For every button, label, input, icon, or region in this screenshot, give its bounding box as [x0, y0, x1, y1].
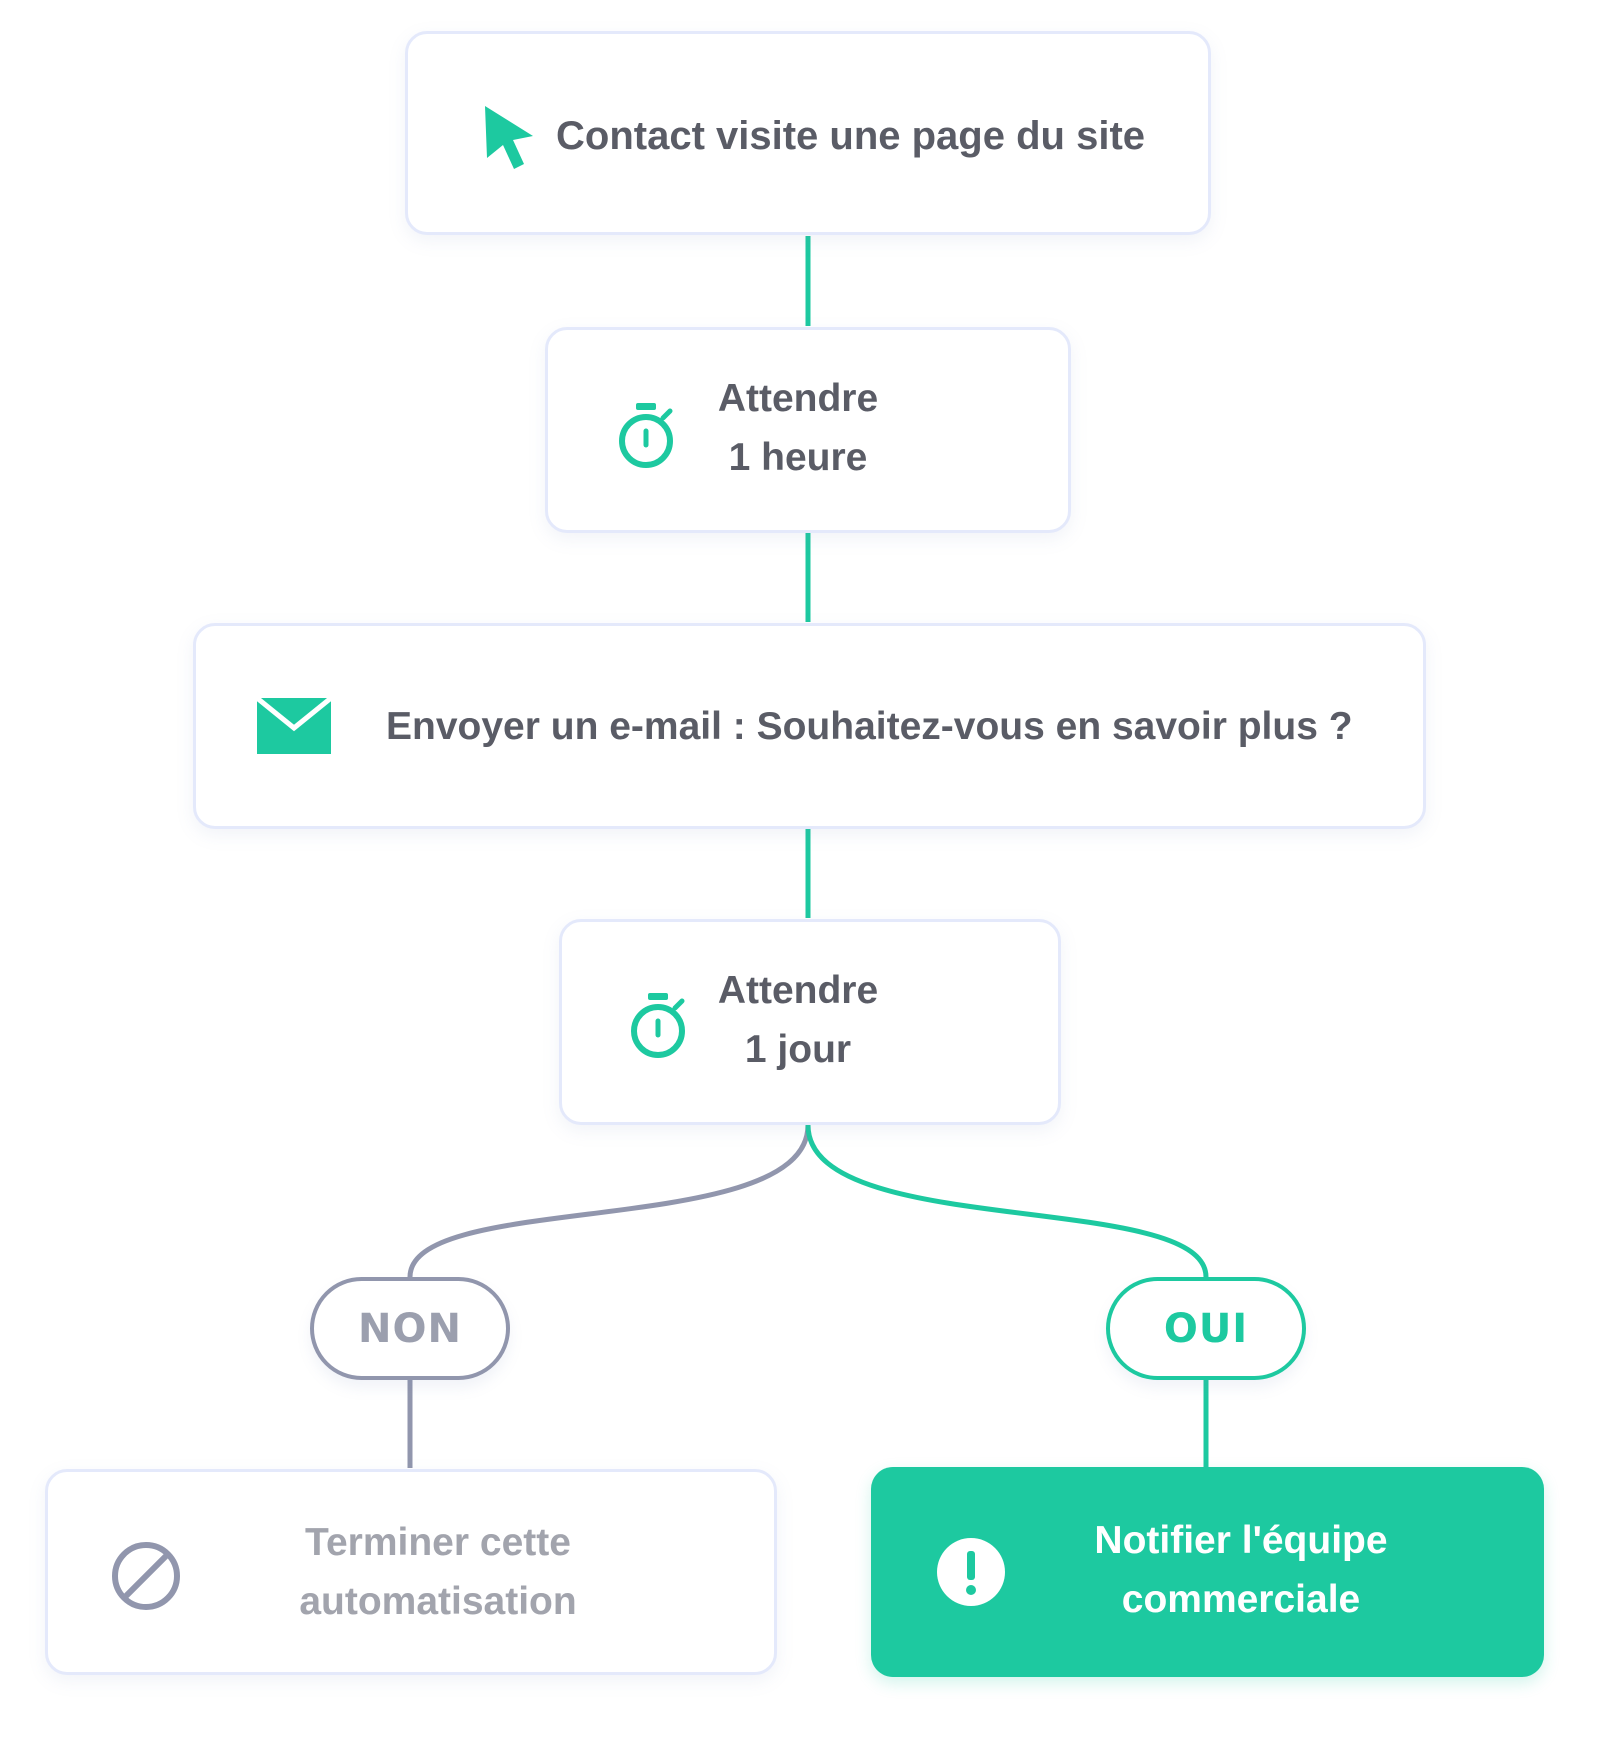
end-automation-step-text: Terminer cette automatisation — [248, 1513, 628, 1631]
wait-step-text-1: Attendre 1 heure — [708, 369, 888, 487]
branch-yes-pill[interactable]: OUI — [1106, 1277, 1306, 1380]
trigger-step-label: Contact visite une page du site — [556, 114, 1146, 158]
wait-step-card-1[interactable]: Attendre 1 heure — [545, 327, 1071, 533]
stopwatch-icon — [612, 398, 682, 474]
wait-step-title: Attendre — [717, 969, 879, 1012]
wait-step-text-2: Attendre 1 jour — [708, 961, 888, 1079]
wait-step-card-2[interactable]: Attendre 1 jour — [559, 919, 1061, 1125]
notify-sales-team-step-text: Notifier l'équipe commerciale — [1031, 1511, 1451, 1629]
end-automation-step-card[interactable]: Terminer cette automatisation — [45, 1469, 777, 1675]
connector-branch-yes — [805, 1124, 1209, 1278]
notify-sales-team-step-card[interactable]: Notifier l'équipe commerciale — [871, 1467, 1544, 1677]
trigger-step-card[interactable]: Contact visite une page du site — [405, 31, 1211, 235]
cursor-icon — [474, 98, 544, 178]
send-email-step-label: Envoyer un e-mail : Souhaitez-vous en sa… — [386, 705, 1353, 748]
wait-step-duration: 1 heure — [728, 436, 868, 479]
prohibited-icon — [108, 1538, 184, 1614]
end-automation-line-1: Terminer cette — [305, 1521, 571, 1564]
branch-no-pill[interactable]: NON — [310, 1277, 510, 1380]
notify-sales-team-line-2: commerciale — [1121, 1578, 1361, 1621]
end-automation-line-2: automatisation — [299, 1580, 577, 1623]
alert-icon — [935, 1536, 1007, 1608]
send-email-step-card[interactable]: Envoyer un e-mail : Souhaitez-vous en sa… — [193, 623, 1426, 829]
connector-branch-no — [407, 1124, 811, 1278]
wait-step-duration: 1 jour — [744, 1028, 852, 1071]
envelope-icon — [255, 696, 333, 756]
stopwatch-icon — [624, 988, 694, 1064]
wait-step-title: Attendre — [717, 377, 879, 420]
notify-sales-team-line-1: Notifier l'équipe — [1094, 1519, 1388, 1562]
